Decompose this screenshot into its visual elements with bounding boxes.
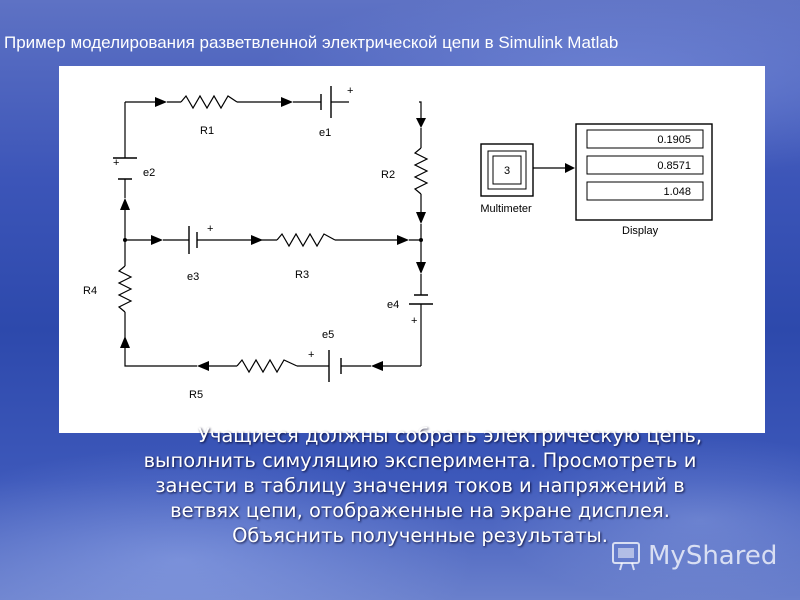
arrow-icon bbox=[281, 97, 293, 107]
resistor-r2-icon bbox=[413, 147, 429, 195]
label-r5: R5 bbox=[189, 389, 203, 401]
resistors bbox=[117, 94, 429, 374]
arrow-icon bbox=[120, 198, 130, 210]
label-e1: e1 bbox=[319, 127, 331, 139]
arrow-icon bbox=[120, 336, 130, 348]
simulink-diagram-panel: R1 e1 + R2 e2 + + e3 R3 R4 e4 + e5 + R5 … bbox=[59, 66, 765, 433]
label-r2: R2 bbox=[381, 169, 395, 181]
plus-e2: + bbox=[113, 157, 119, 169]
plus-e1: + bbox=[347, 85, 353, 97]
label-e4: e4 bbox=[387, 299, 399, 311]
arrow-icon bbox=[565, 163, 575, 173]
resistor-r3-icon bbox=[276, 232, 336, 248]
battery-e1-icon bbox=[320, 86, 332, 118]
display-value-2: 0.8571 bbox=[657, 160, 691, 172]
caption-line: Учащиеся должны собрать электрическую це… bbox=[197, 424, 703, 447]
battery-e4-icon bbox=[409, 294, 433, 305]
junction-icon bbox=[123, 238, 127, 242]
arrow-icon bbox=[197, 361, 209, 371]
display-label: Display bbox=[622, 225, 659, 237]
slide-title-text: Пример моделирования разветвленной элект… bbox=[4, 33, 619, 52]
battery-e5-icon bbox=[328, 350, 342, 382]
arrow-icon bbox=[416, 118, 426, 128]
label-r3: R3 bbox=[295, 269, 309, 281]
watermark-text: MyShared bbox=[648, 541, 778, 571]
voltage-sources bbox=[113, 86, 433, 382]
caption-line: Объяснить полученные результаты. bbox=[232, 524, 608, 547]
arrow-icon bbox=[251, 235, 263, 245]
plus-e3: + bbox=[207, 223, 213, 235]
arrow-icon bbox=[416, 262, 426, 274]
plus-e4: + bbox=[411, 315, 417, 327]
multimeter-value: 3 bbox=[504, 165, 510, 177]
resistor-r5-icon bbox=[236, 358, 298, 374]
circuit-diagram: R1 e1 + R2 e2 + + e3 R3 R4 e4 + e5 + R5 … bbox=[83, 85, 713, 401]
caption-line: занести в таблицу значения токов и напря… bbox=[155, 474, 685, 497]
multimeter-block[interactable]: 3 Multimeter bbox=[480, 143, 534, 215]
label-r1: R1 bbox=[200, 125, 214, 137]
wire-bottom bbox=[124, 348, 421, 367]
signal-arrows bbox=[120, 97, 575, 371]
caption-line: выполнить симуляцию эксперимента. Просмо… bbox=[143, 449, 697, 472]
multimeter-label: Multimeter bbox=[480, 203, 532, 215]
battery-e2-icon bbox=[113, 157, 137, 180]
watermark: MyShared bbox=[610, 538, 777, 574]
resistor-r1-icon bbox=[180, 94, 238, 110]
junction-icon bbox=[419, 238, 423, 242]
display-block[interactable]: 0.1905 0.8571 1.048 Display bbox=[575, 123, 713, 237]
projector-icon bbox=[612, 542, 640, 571]
arrow-icon bbox=[416, 212, 426, 224]
arrow-icon bbox=[397, 235, 409, 245]
caption-line: ветвях цепи, отображенные на экране дисп… bbox=[170, 499, 670, 522]
label-e2: e2 bbox=[143, 167, 155, 179]
wire-top bbox=[125, 101, 422, 118]
label-e3: e3 bbox=[187, 271, 199, 283]
arrow-icon bbox=[151, 235, 163, 245]
display-value-1: 0.1905 bbox=[657, 134, 691, 146]
slide-title: Пример моделирования разветвленной элект… bbox=[0, 33, 800, 57]
circuit-wires bbox=[124, 101, 571, 367]
label-e5: e5 bbox=[322, 329, 334, 341]
arrow-icon bbox=[155, 97, 167, 107]
arrow-icon bbox=[371, 361, 383, 371]
resistor-r4-icon bbox=[117, 265, 133, 313]
plus-e5: + bbox=[308, 349, 314, 361]
slide-caption: Учащиеся должны собрать электрическую це… bbox=[60, 423, 780, 548]
circuit-labels: R1 e1 + R2 e2 + + e3 R3 R4 e4 + e5 + R5 bbox=[83, 85, 417, 401]
battery-e3-icon bbox=[188, 226, 198, 254]
display-value-3: 1.048 bbox=[663, 186, 691, 198]
label-r4: R4 bbox=[83, 285, 97, 297]
